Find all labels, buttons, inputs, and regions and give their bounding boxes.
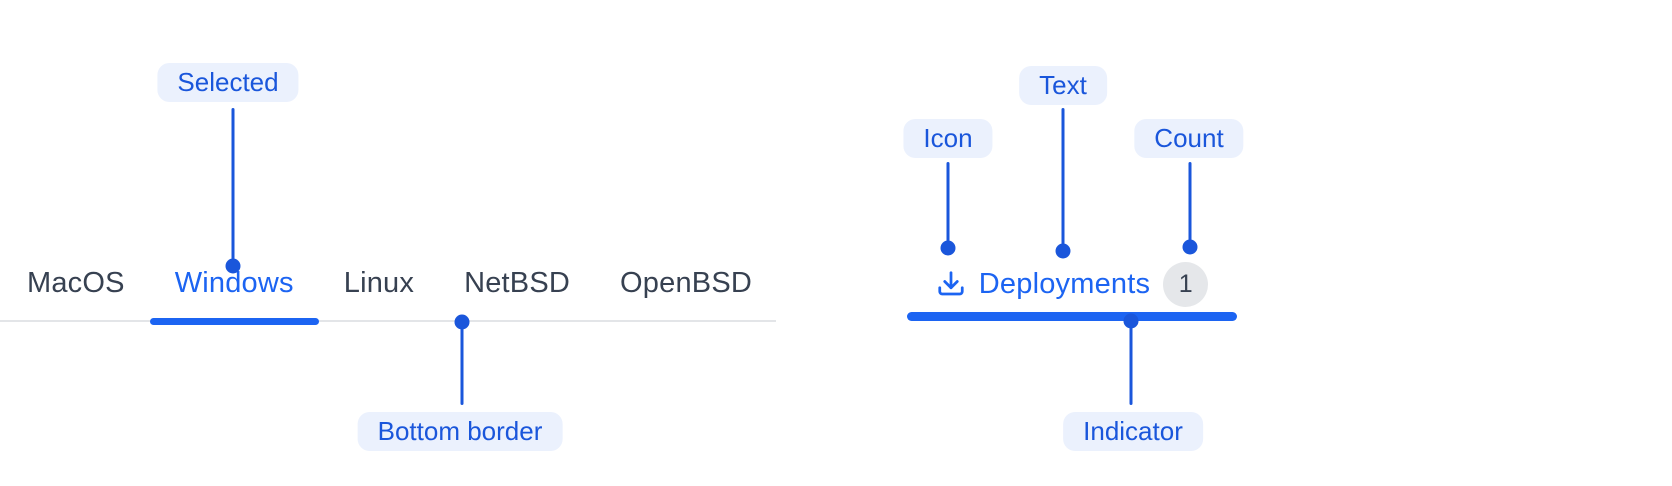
tab-deployments-content: Deployments 1 <box>907 256 1237 312</box>
selected-indicator <box>907 312 1237 321</box>
tab-deployments[interactable]: Deployments 1 <box>907 256 1237 321</box>
annotation-connector-count <box>1188 162 1192 241</box>
tab-windows[interactable]: Windows <box>149 246 319 325</box>
annotation-connector-indicator <box>1129 326 1133 405</box>
annotation-label-bottom-border: Bottom border <box>357 412 563 451</box>
annotation-dot-icon <box>940 240 956 256</box>
annotation-connector-text <box>1061 108 1065 245</box>
download-icon <box>938 271 964 296</box>
annotation-label-indicator: Indicator <box>1063 412 1203 451</box>
tab-deployments-label: Deployments <box>978 267 1151 300</box>
tab-bar: MacOS Windows Linux NetBSD OpenBSD <box>0 246 776 325</box>
annotation-dot-count <box>1182 239 1198 255</box>
annotation-label-text: Text <box>1019 66 1107 105</box>
annotation-dot-indicator <box>1123 313 1139 329</box>
tab-macos[interactable]: MacOS <box>27 266 125 299</box>
annotation-dot-bottom-border <box>454 314 470 330</box>
annotation-dot-text <box>1055 243 1071 259</box>
tab-linux[interactable]: Linux <box>343 266 415 299</box>
annotation-dot-selected <box>225 258 241 274</box>
annotation-label-icon: Icon <box>903 119 993 158</box>
tab-netbsd[interactable]: NetBSD <box>464 266 571 299</box>
tab-openbsd[interactable]: OpenBSD <box>620 266 753 299</box>
annotation-label-selected: Selected <box>157 63 299 102</box>
annotation-label-count: Count <box>1134 119 1244 158</box>
annotation-connector-bottom-border <box>460 326 464 405</box>
annotation-connector-selected <box>231 108 235 260</box>
annotation-connector-icon <box>946 162 950 242</box>
count-badge: 1 <box>1163 261 1209 307</box>
